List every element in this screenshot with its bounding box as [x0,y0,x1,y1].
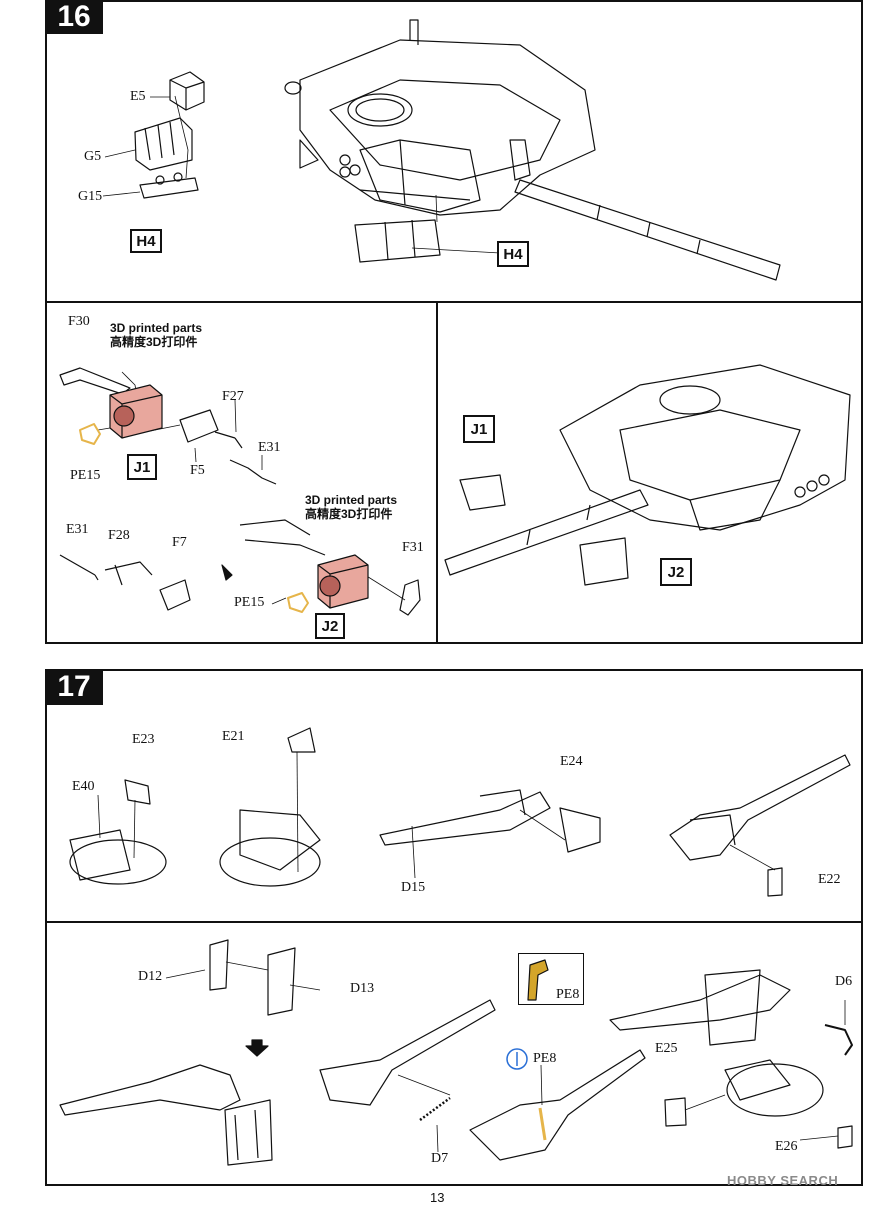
gun-assembly-1-drawing [59,1064,273,1166]
pe8-detail-box [518,953,584,1005]
label-e23: E23 [132,732,155,747]
j2-parts-drawing [59,519,421,616]
label-d12: D12 [138,969,163,984]
step16-badge: 16 [45,0,103,34]
part-g5-drawing [134,117,193,171]
label-f31: F31 [402,540,424,555]
step16-right-panel [436,301,863,644]
turret-top-drawing [284,19,781,281]
label-e25: E25 [655,1041,678,1056]
label-f30: F30 [68,314,90,329]
step17-badge: 17 [45,669,103,705]
label-pe15-a: PE15 [70,468,101,483]
print-note-1-zh: 高精度3D打印件 [110,335,198,349]
label-d13: D13 [350,981,375,996]
label-g5: G5 [84,149,102,164]
label-e22: E22 [818,872,841,887]
label-f7: F7 [172,535,187,550]
label-e40: E40 [72,779,95,794]
label-e21: E21 [222,729,245,744]
mount-e40-drawing [69,779,167,885]
part-e5-drawing [169,71,205,111]
gun-d7-drawing [319,999,496,1153]
gun-d15-drawing [379,789,601,879]
label-pe15-b: PE15 [234,595,265,610]
print-note-1-en: 3D printed parts [110,321,203,335]
label-e31-a: E31 [258,440,281,455]
label-e31-b: E31 [66,522,89,537]
page-number: 13 [430,1190,445,1205]
callout-h4-right: H4 [497,241,529,267]
j1-parts-drawing [59,367,277,485]
callout-j1: J1 [127,454,157,480]
label-f28: F28 [108,528,130,543]
callout-j2-right: J2 [660,558,692,586]
callout-j2: J2 [315,613,345,639]
callout-j1-right: J1 [463,415,495,443]
mount-e21-drawing [219,727,321,887]
label-f27: F27 [222,389,244,404]
shield-d12-d13-drawing [165,939,321,1016]
label-pe8: PE8 [533,1051,557,1066]
print-note-2-zh: 高精度3D打印件 [305,507,393,521]
callout-h4-left: H4 [130,229,162,253]
label-d7: D7 [431,1151,449,1166]
mount-d6-e25-e26-drawing [609,969,853,1149]
label-pe8-box: PE8 [556,987,580,1002]
pe8-box-part [527,959,549,1001]
label-g15: G15 [78,189,103,204]
gun-pe8-drawing [469,1049,646,1161]
print-note-2-en: 3D printed parts [305,493,398,507]
part-g15-drawing [139,172,199,199]
step17-bottom-panel [45,921,863,1186]
gun-e22-drawing [669,754,851,897]
label-d6: D6 [835,974,853,989]
label-f5: F5 [190,463,205,478]
label-e24: E24 [560,754,583,769]
label-d15: D15 [401,880,426,895]
turret-right-drawing [444,364,851,586]
label-e5: E5 [130,89,146,104]
hobby-search-watermark: HOBBY SEARCH [727,1173,839,1188]
label-e26: E26 [775,1139,798,1154]
